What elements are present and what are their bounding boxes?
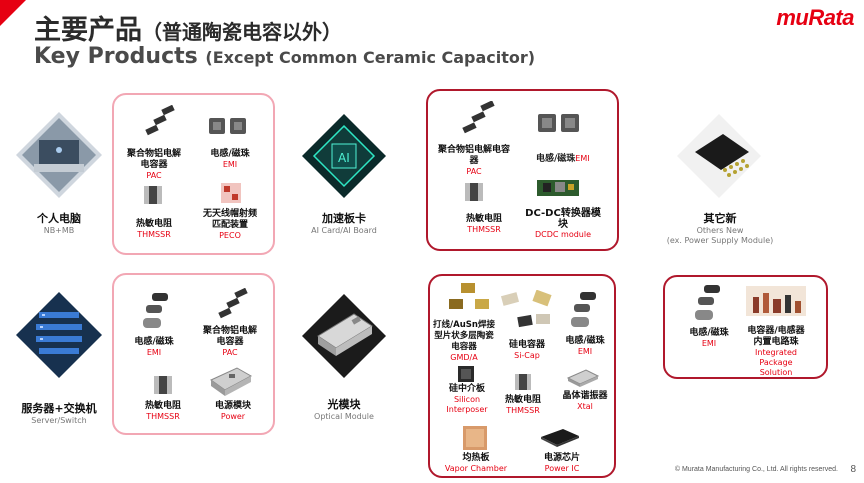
category-optical: 光模块 Optical Module [314, 398, 374, 421]
power-ic-icon [537, 426, 583, 448]
category-pc: 个人电脑 NB+MB [37, 212, 81, 235]
pac-capacitor-icon [140, 104, 180, 139]
server-image [14, 290, 104, 380]
crystal-resonator-icon [566, 366, 600, 388]
pc-item-peco: 无天线帽射频 匹配装置 PECO [202, 209, 257, 240]
category-ai: 加速板卡 AI Card/AI Board [311, 212, 377, 235]
copyright-text: © Murata Manufacturing Co., Ltd. All rig… [674, 466, 838, 473]
emi-inductor-icon [537, 112, 581, 134]
emi-inductor-icon [208, 116, 248, 136]
thermistor-icon [513, 372, 533, 392]
page-number: 8 [850, 464, 856, 475]
others-item-emi: 电感/磁珠 EMI [689, 328, 729, 348]
others-item-ips: 电容器/电感器 内置电路珠 Integrated Package Solutio… [747, 326, 805, 377]
peco-device-icon [218, 180, 244, 206]
ai-item-emi: 电感/磁珠EMI [536, 154, 590, 164]
pac-capacitor-icon [213, 287, 253, 322]
thermistor-icon [142, 184, 164, 206]
optical-products-box [428, 274, 616, 478]
optical-item-gmd: 打线/AuSn焊接 型片状多层陶瓷 电容器 GMD/A [433, 320, 495, 362]
ai-products-box [426, 89, 619, 251]
server-products-box [112, 273, 275, 435]
corner-accent [0, 0, 26, 26]
vapor-chamber-icon [460, 424, 490, 452]
pc-item-pac: 聚合物铝电解 电容器 PAC [126, 149, 181, 180]
server-item-emi: 电感/磁珠 EMI [134, 337, 174, 357]
module-image [675, 112, 763, 200]
gmd-capacitor-icon [447, 281, 493, 315]
server-item-thmssr: 热敏电阻 THMSSR [144, 401, 181, 421]
optical-item-emi: 电感/磁珠 EMI [565, 336, 605, 356]
pac-capacitor-icon [455, 100, 499, 139]
optical-item-thmssr: 热敏电阻 THMSSR [504, 395, 541, 415]
silicon-interposer-icon [456, 364, 476, 384]
server-item-pac: 聚合物铝电解 电容器 PAC [202, 326, 257, 357]
pc-item-thmssr: 热敏电阻 THMSSR [135, 219, 172, 239]
category-others: 其它新 Others New (ex. Power Supply Module) [666, 212, 774, 245]
power-module-icon [207, 362, 253, 398]
pc-item-emi: 电感/磁珠 EMI [210, 149, 250, 169]
si-cap-icon [498, 289, 558, 334]
emi-inductor-icon [568, 290, 602, 330]
optical-item-interposer: 硅中介板 Silicon Interposer [446, 384, 488, 414]
server-item-power: 电源模块 Power [214, 401, 251, 421]
page-title-cn: 主要产品（普通陶瓷电容以外） [34, 15, 342, 46]
pc-products-box [112, 93, 275, 255]
laptop-image [14, 110, 104, 200]
others-products-box [663, 275, 828, 379]
emi-inductor-icon [140, 291, 174, 331]
optical-module-image [300, 292, 388, 380]
optical-item-sicap: 硅电容器 Si-Cap [508, 340, 545, 360]
murata-logo: muRata [776, 5, 854, 30]
ai-item-pac: 聚合物铝电解电容 器 PAC [437, 145, 510, 176]
optical-item-xtal: 晶体谐振器 Xtal [562, 391, 608, 411]
ai-item-thmssr: 热敏电阻 THMSSR [465, 214, 502, 234]
svg-text:AI: AI [338, 151, 350, 165]
page-title-en: Key Products (Except Common Ceramic Capa… [34, 44, 536, 69]
emi-inductor-icon [692, 283, 726, 323]
dcdc-module-icon [535, 176, 581, 200]
optical-item-vapor: 均热板 Vapor Chamber [444, 453, 508, 473]
ai-chip-image: AI [300, 112, 388, 200]
ai-item-dcdc: DC-DC转换器模 块 DCDC module [525, 208, 601, 239]
integrated-package-icon [745, 285, 807, 317]
category-server: 服务器+交换机 Server/Switch [21, 402, 97, 425]
optical-item-poweric: 电源芯片 Power IC [543, 453, 580, 473]
thermistor-icon [463, 181, 485, 203]
thermistor-icon [152, 374, 174, 396]
